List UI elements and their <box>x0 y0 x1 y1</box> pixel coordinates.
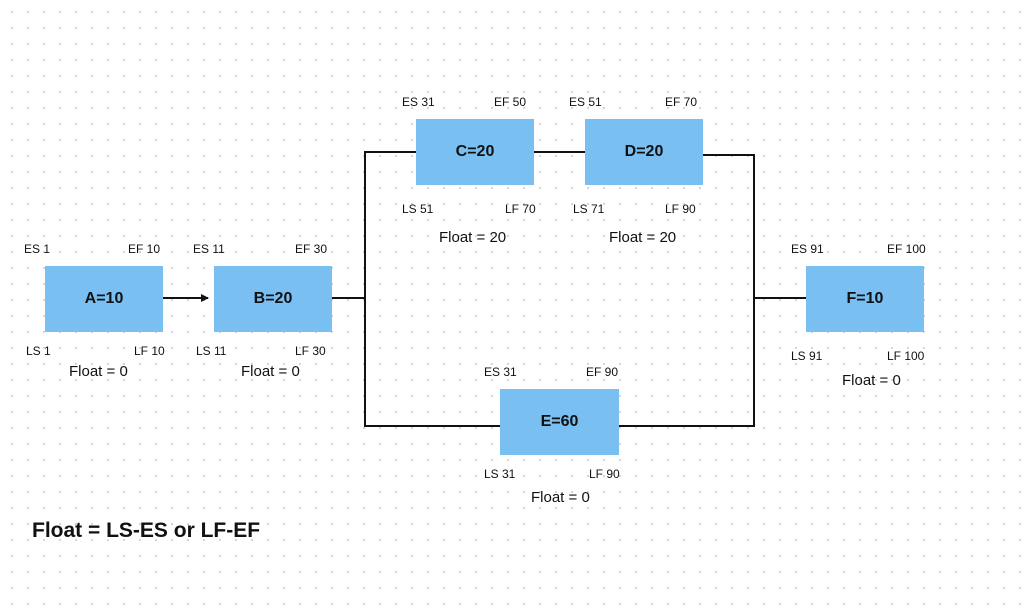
activity-a-lf: LF 10 <box>134 344 165 358</box>
activity-d-float: Float = 20 <box>609 229 677 246</box>
activity-a-ls: LS 1 <box>26 344 51 358</box>
activity-c-es: ES 31 <box>402 95 435 109</box>
activity-b-ls: LS 11 <box>196 344 227 358</box>
activity-c-lf: LF 70 <box>505 202 536 216</box>
activity-f-float: Float = 0 <box>842 372 901 389</box>
activity-b-float: Float = 0 <box>241 363 300 380</box>
activity-d-ef: EF 70 <box>665 95 698 109</box>
activity-a-es: ES 1 <box>24 242 51 256</box>
activity-f-ls: LS 91 <box>791 349 823 363</box>
activity-e-ls: LS 31 <box>484 467 516 481</box>
activity-a-ef: EF 10 <box>128 242 161 256</box>
activity-d-ls: LS 71 <box>573 202 605 216</box>
activity-b-box: B=20 <box>214 266 332 332</box>
edge-e-f <box>619 298 755 427</box>
edge-b-c <box>364 151 416 298</box>
activity-e-es: ES 31 <box>484 365 517 379</box>
edge-d-f <box>703 154 806 299</box>
activity-f-box: F=10 <box>806 266 924 332</box>
activity-e-lf: LF 90 <box>589 467 620 481</box>
activity-e-box: E=60 <box>500 389 619 455</box>
activity-e-float: Float = 0 <box>531 489 590 506</box>
activity-c-float: Float = 20 <box>439 229 507 246</box>
edge-b-e <box>364 298 500 427</box>
activity-d-lf: LF 90 <box>665 202 696 216</box>
activity-d-box: D=20 <box>585 119 703 185</box>
activity-f-ef: EF 100 <box>887 242 926 256</box>
activity-c-ef: EF 50 <box>494 95 527 109</box>
activity-a-float: Float = 0 <box>69 363 128 380</box>
activity-f-lf: LF 100 <box>887 349 925 363</box>
activity-c-ls: LS 51 <box>402 202 434 216</box>
activity-d-es: ES 51 <box>569 95 602 109</box>
activity-b-ef: EF 30 <box>295 242 328 256</box>
activity-a-box: A=10 <box>45 266 163 332</box>
activity-e-ef: EF 90 <box>586 365 619 379</box>
float-formula: Float = LS-ES or LF-EF <box>32 519 261 542</box>
activity-b-es: ES 11 <box>193 242 225 256</box>
activity-b-lf: LF 30 <box>295 344 326 358</box>
activity-c-box: C=20 <box>416 119 534 185</box>
activity-f-es: ES 91 <box>791 242 824 256</box>
